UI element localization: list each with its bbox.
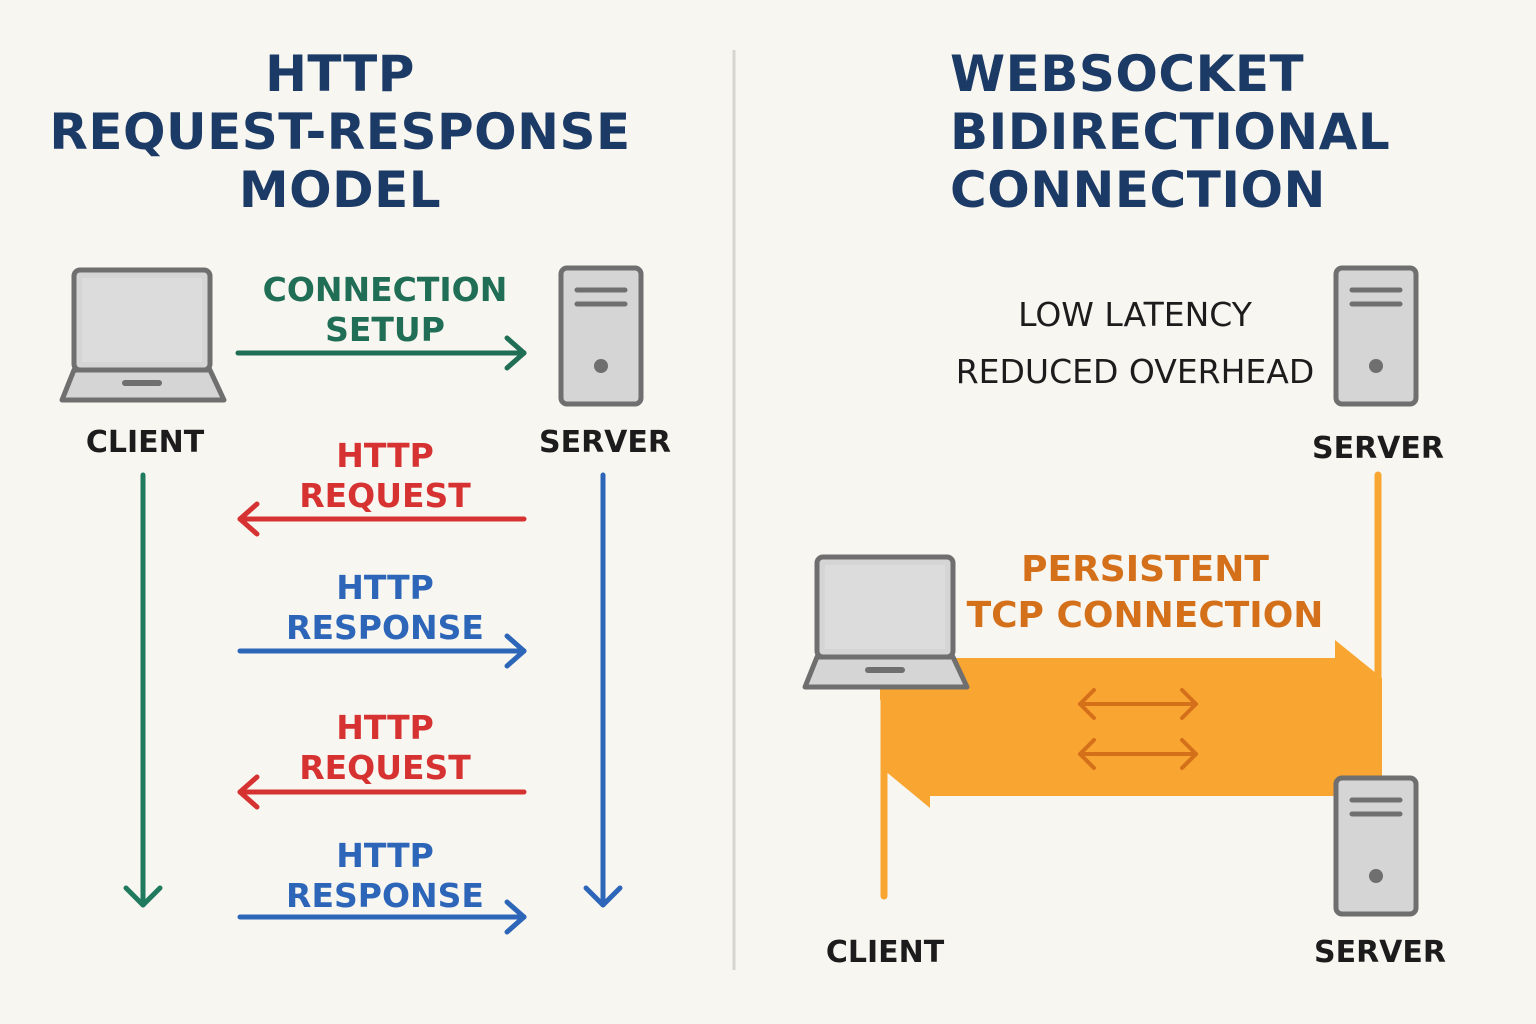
persistent-connection-line: PERSISTENT [1021,549,1269,590]
bidirectional-arrow [1078,738,1198,770]
request-label-line: HTTP [336,708,434,747]
persistent-connection-label: PERSISTENT TCP CONNECTION [945,547,1345,639]
client-label: CLIENT [85,425,205,460]
benefits-label: LOW LATENCY REDUCED OVERHEAD [930,286,1340,400]
server-label: SERVER [1311,431,1444,466]
server-icon [1336,268,1416,404]
request-label: HTTP REQUEST [240,436,530,516]
request-label: HTTP REQUEST [240,708,530,788]
left-title-line: MODEL [238,161,442,219]
response-label-line: RESPONSE [286,608,484,647]
response-label: HTTP RESPONSE [240,568,530,648]
server-icon [561,268,641,404]
response-arrow [237,633,527,669]
server-label: SERVER [538,425,671,460]
persistent-connection-line: TCP CONNECTION [966,595,1324,636]
persistent-connection-band [880,640,1382,808]
response-label: HTTP RESPONSE [240,836,530,916]
request-label-line: REQUEST [299,748,471,787]
connection-setup-label: CONNECTION SETUP [240,270,530,350]
server-icon [1336,778,1416,914]
response-label-line: HTTP [336,836,434,875]
left-title-line: REQUEST-RESPONSE [49,103,631,161]
connection-setup-line: SETUP [325,310,445,349]
response-arrow [237,899,527,935]
response-label-line: HTTP [336,568,434,607]
request-label-line: REQUEST [299,476,471,515]
right-title-line: BIDIRECTIONAL [950,103,1391,161]
laptop-icon [62,270,224,400]
request-arrow [237,774,527,810]
right-title-line: CONNECTION [950,161,1326,219]
connection-setup-arrow [235,335,527,371]
bidirectional-arrow [1078,688,1198,720]
client-timeline [123,472,163,908]
client-label: CLIENT [825,935,945,970]
benefit-item: REDUCED OVERHEAD [955,352,1315,391]
right-title-line: WEBSOCKET [950,45,1305,103]
laptop-icon [805,557,967,687]
left-title: HTTP REQUEST-RESPONSE MODEL [40,45,640,219]
request-arrow [237,501,527,537]
response-label-line: RESPONSE [286,876,484,915]
server-label: SERVER [1313,935,1446,970]
right-title: WEBSOCKET BIDIRECTIONAL CONNECTION [890,45,1430,219]
benefit-item: LOW LATENCY [1018,295,1252,334]
request-label-line: HTTP [336,436,434,475]
server-timeline [583,472,623,908]
left-title-line: HTTP [265,45,415,103]
connection-setup-line: CONNECTION [262,270,508,309]
